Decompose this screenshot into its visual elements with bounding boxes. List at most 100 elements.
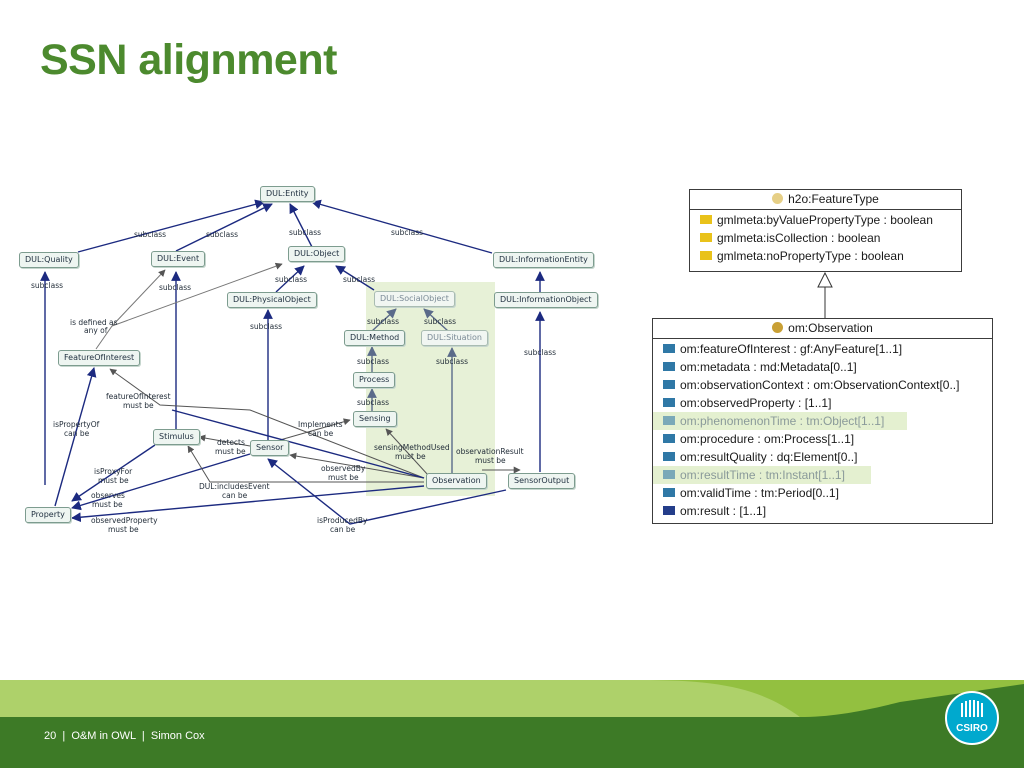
node-dul-quality[interactable]: DUL:Quality [19,252,79,268]
uml-attribute-highlighted[interactable]: om:resultTime : tm:Instant[1..1] [653,466,871,484]
footer-band-dark [0,717,1024,768]
uml-class-feature-type[interactable]: h2o:FeatureType gmlmeta:byValuePropertyT… [689,189,962,272]
uml-attribute[interactable]: om:procedure : om:Process[1..1] [653,430,992,448]
edge-label-must-be: must be [328,473,359,482]
edge-label-can-be: can be [64,429,90,438]
node-sensor-output[interactable]: SensorOutput [508,473,576,489]
edge-label: subclass [250,322,283,331]
attribute-icon [663,506,675,515]
edge-label-must-be: must be [123,401,154,410]
edge-label: subclass [159,283,192,292]
edge-label: subclass [391,228,424,237]
edge-label: subclass [343,275,376,284]
edge-label: subclass [424,317,457,326]
edge-label-observed-by: observedBy [321,464,366,473]
page-number: 20 [44,730,57,742]
node-sensing[interactable]: Sensing [353,411,397,427]
node-dul-information-object[interactable]: DUL:InformationObject [494,292,598,308]
node-dul-method[interactable]: DUL:Method [344,330,406,346]
uml-attribute[interactable]: om:featureOfInterest : gf:AnyFeature[1..… [653,340,992,358]
edge-label-observes: observes [91,491,125,500]
attribute-icon [663,488,675,497]
node-dul-social-object[interactable]: DUL:SocialObject [374,291,455,307]
edge-label-implements: Implements [298,420,343,429]
uml-attribute[interactable]: om:validTime : tm:Period[0..1] [653,484,992,502]
uml-attribute-text: om:resultQuality : dq:Element[0..] [680,450,858,464]
edge-label-is-proxy-for: isProxyFor [94,467,133,476]
node-dul-entity[interactable]: DUL:Entity [260,186,315,202]
uml-class-header: om:Observation [653,319,992,339]
edge-label-must-be: must be [475,456,506,465]
uml-attribute[interactable]: gmlmeta:byValuePropertyType : boolean [690,211,961,229]
edge-label-can-be: can be [308,429,334,438]
attribute-icon [663,416,675,425]
edge-label-detects: detects [217,438,245,447]
edge-label-is-produced-by: isProducedBy [317,516,368,525]
edge-label-is-property-of: isPropertyOf [53,420,100,429]
slide-title: SSN alignment [40,36,337,84]
uml-class-title: h2o:FeatureType [788,192,879,206]
footer-separator: | [62,730,66,742]
attribute-icon [663,452,675,461]
uml-attribute-text: om:featureOfInterest : gf:AnyFeature[1..… [680,342,903,356]
node-feature-of-interest[interactable]: FeatureOfInterest [58,350,141,366]
node-dul-event[interactable]: DUL:Event [151,251,206,267]
node-dul-information-entity[interactable]: DUL:InformationEntity [493,252,594,268]
edge-label-must-be: must be [98,476,129,485]
uml-attribute-text: om:procedure : om:Process[1..1] [680,432,855,446]
uml-attribute-text: om:result : [1..1] [680,504,767,518]
uml-attribute[interactable]: om:result : [1..1] [653,502,992,520]
attribute-icon [663,380,675,389]
edge-label: subclass [31,281,64,290]
uml-attribute[interactable]: gmlmeta:noPropertyType : boolean [690,247,961,265]
attribute-icon [700,251,712,260]
node-sensor[interactable]: Sensor [250,440,290,456]
edge-label-must-be: must be [92,500,123,509]
node-stimulus[interactable]: Stimulus [153,429,200,445]
attribute-icon [700,215,712,224]
node-observation[interactable]: Observation [426,473,487,489]
edge-label: subclass [367,317,400,326]
attribute-icon [663,398,675,407]
class-icon [772,322,784,333]
attribute-icon [700,233,712,242]
edge-label: subclass [289,228,322,237]
edge-label: subclass [357,357,390,366]
node-dul-situation[interactable]: DUL:Situation [421,330,488,346]
uml-attribute-highlighted[interactable]: om:phenomenonTime : tm:Object[1..1] [653,412,907,430]
footer-text: 20 | O&M in OWL | Simon Cox [44,730,205,742]
uml-attribute[interactable]: om:resultQuality : dq:Element[0..] [653,448,992,466]
edge-label-must-be: must be [215,447,246,456]
class-icon [772,193,784,204]
edge-label: subclass [134,230,167,239]
uml-attribute-text: gmlmeta:isCollection : boolean [717,231,881,245]
uml-attribute-text: om:observedProperty : [1..1] [680,396,832,410]
edge-label-is-defined-as: is defined as [70,318,118,327]
uml-attribute[interactable]: om:observedProperty : [1..1] [653,394,992,412]
uml-attribute[interactable]: gmlmeta:isCollection : boolean [690,229,961,247]
edge-label-observation-result: observationResult [456,447,524,456]
edge-label-any-of: any of [84,326,108,335]
edge-label-feature-of-interest: featureOfInterest [106,392,171,401]
edge-label-observed-property: observedProperty [91,516,158,525]
node-dul-physical-object[interactable]: DUL:PhysicalObject [227,292,317,308]
node-process[interactable]: Process [353,372,396,388]
csiro-logo: CSIRO [945,691,999,745]
uml-class-title: om:Observation [788,321,873,335]
uml-attribute-text: gmlmeta:noPropertyType : boolean [717,249,904,263]
uml-class-observation[interactable]: om:Observation om:featureOfInterest : gf… [652,318,993,524]
attribute-icon [663,470,675,479]
edge-label: subclass [275,275,308,284]
uml-attribute-text: om:validTime : tm:Period[0..1] [680,486,839,500]
node-dul-object[interactable]: DUL:Object [288,246,346,262]
uml-class-header: h2o:FeatureType [690,190,961,210]
logo-text: CSIRO [956,723,988,734]
attribute-icon [663,344,675,353]
author-name: Simon Cox [150,730,205,742]
node-property[interactable]: Property [25,507,71,523]
presentation-title: O&M in OWL [71,730,136,742]
uml-attribute[interactable]: om:metadata : md:Metadata[0..1] [653,358,992,376]
uml-attribute-text: om:metadata : md:Metadata[0..1] [680,360,857,374]
uml-attribute[interactable]: om:observationContext : om:ObservationCo… [653,376,992,394]
